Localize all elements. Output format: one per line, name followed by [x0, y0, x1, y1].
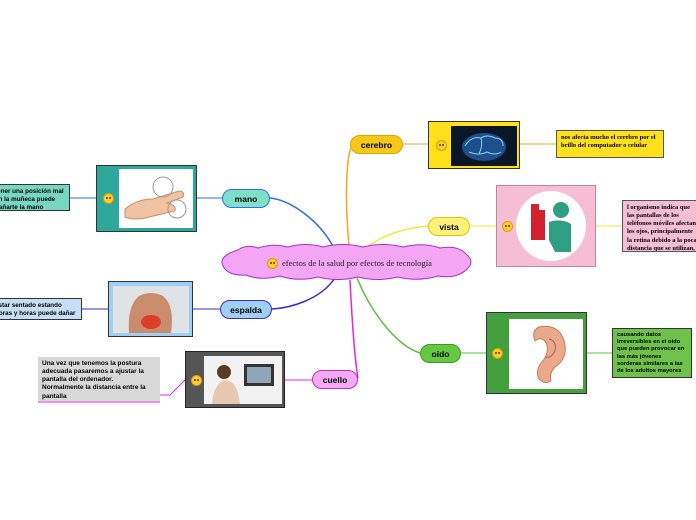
topic-cerebro[interactable]: cerebro [350, 135, 403, 154]
note-espalda: estar sentado estando horas y horas pued… [0, 298, 82, 320]
topic-mano[interactable]: mano [222, 189, 270, 208]
central-topic[interactable] [218, 242, 476, 282]
mano-image-frame [96, 165, 197, 232]
central-topic-label: efectos de la salud por efectos de tecno… [282, 258, 432, 268]
note-cuello: Una vez que tenemos la postura adecuada … [38, 357, 160, 401]
computer-user-image [204, 356, 282, 404]
link-cerebro [345, 144, 353, 256]
topic-cerebro-label: cerebro [360, 139, 393, 150]
topic-oido-label: oido [431, 348, 450, 359]
smiling-halo-emoji-icon [436, 140, 447, 151]
kiss-emoji-icon [502, 221, 513, 232]
topic-espalda[interactable]: espalda [220, 300, 272, 319]
topic-vista[interactable]: vista [428, 217, 470, 236]
link-mano [269, 197, 336, 251]
note-oido: causando datos irreversibles en el oido … [612, 328, 692, 378]
sunglasses-emoji-icon [191, 375, 202, 386]
espalda-image-frame [108, 281, 193, 337]
heart-eyes-emoji-icon [267, 258, 278, 269]
topic-oido[interactable]: oido [420, 344, 461, 363]
brain-image [451, 126, 517, 166]
topic-cuello-label: cuello [322, 374, 348, 385]
oido-image-frame [486, 312, 587, 394]
note-mano: tener una posición mal en la muñeca pued… [0, 184, 70, 211]
link-espalda [271, 277, 336, 310]
note-cerebro: nos afecta mucho el cerebro por el brill… [556, 130, 664, 158]
link-cuello-note [38, 379, 312, 403]
vista-image-frame [496, 185, 596, 267]
eye-health-logo-image [516, 191, 586, 261]
wrist-pain-image [119, 169, 193, 228]
link-cuello [349, 279, 359, 379]
topic-espalda-label: espalda [230, 304, 262, 315]
ear-image [509, 319, 583, 389]
grin-emoji-icon [492, 348, 503, 359]
back-pain-image [113, 286, 189, 333]
topic-vista-label: vista [439, 221, 459, 232]
grin-emoji-icon [103, 193, 114, 204]
link-oido [356, 277, 421, 354]
topic-mano-label: mano [234, 193, 258, 204]
cerebro-image-frame [428, 121, 520, 169]
topic-cuello[interactable]: cuello [312, 370, 358, 389]
note-vista: l organismo indica que las pantallas de … [622, 200, 696, 252]
